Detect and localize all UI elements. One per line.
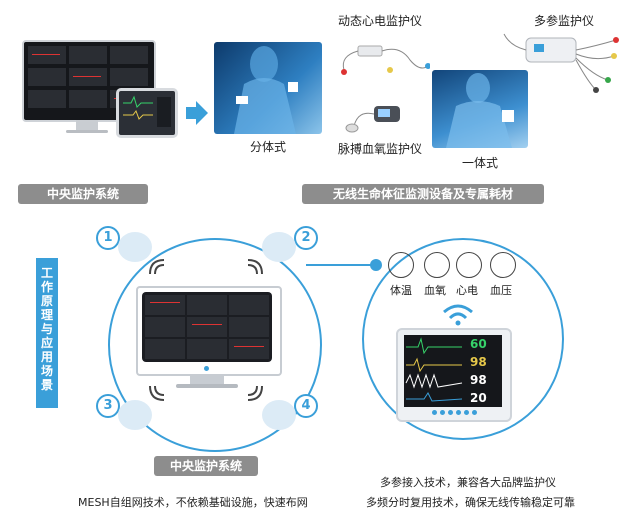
bedside-monitor: 60 98 98 20	[396, 328, 512, 422]
wireless-signal-icon-2	[247, 259, 263, 275]
node-number-4: 4	[294, 394, 318, 418]
param-icon-bp	[490, 252, 516, 278]
node-number-2: 2	[294, 226, 318, 250]
working-principle-sidebar: 工作原理与应用场景	[36, 258, 58, 408]
wireless-signal-icon-4	[247, 385, 263, 401]
sidebar-label: 工作原理与应用场景	[40, 266, 53, 392]
central-monitoring-bottom-bar: 中央监护系统	[154, 456, 258, 476]
central-monitor-screen	[142, 292, 272, 362]
multi-param-device-image	[503, 33, 619, 93]
param-label-bp: 血压	[490, 284, 512, 297]
integrated-body-image	[432, 70, 528, 148]
split-type-body-image	[214, 42, 322, 134]
wifi-icon	[443, 304, 473, 326]
monitor-value-resp: 20	[470, 391, 487, 405]
param-icon-temperature	[388, 252, 414, 278]
param-label-spo2: 血氧	[424, 284, 446, 297]
tablet-monitor	[116, 88, 178, 138]
arrow-right-icon	[186, 101, 208, 125]
param-label-temperature: 体温	[390, 284, 412, 297]
dynamic-ecg-device-image	[341, 45, 430, 75]
mesh-description: MESH自组网技术，不依赖基础设施，快速布网	[78, 496, 308, 509]
monitor-value-spo2: 98	[470, 355, 487, 369]
pulse-oximeter-image	[345, 106, 400, 133]
tech-description-2: 多频分时复用技术，确保无线传输稳定可靠	[366, 496, 575, 509]
label-integrated: 一体式	[462, 156, 499, 170]
node-number-3: 3	[96, 394, 120, 418]
wireless-devices-bar: 无线生命体征监测设备及专属耗材	[302, 184, 544, 204]
label-dynamic-ecg: 动态心电监护仪	[338, 14, 423, 28]
patient-bed-icon-1	[118, 232, 152, 262]
patient-bed-icon-3	[118, 400, 152, 430]
param-icon-ecg	[456, 252, 482, 278]
bedside-monitor-screen: 60 98 98 20	[404, 335, 502, 407]
param-label-ecg: 心电	[456, 284, 478, 297]
monitor-value-hr: 60	[470, 337, 487, 351]
tech-description-1: 多参接入技术，兼容各大品牌监护仪	[380, 476, 556, 489]
imac-screen	[22, 40, 156, 122]
patient-bed-icon-4	[262, 400, 296, 430]
connector-line	[306, 264, 376, 266]
node-number-1: 1	[96, 226, 120, 250]
label-pulse-oximeter: 脉搏血氧监护仪	[338, 142, 423, 156]
param-icon-spo2	[424, 252, 450, 278]
label-split-type: 分体式	[250, 140, 287, 154]
central-monitor-imac	[22, 40, 156, 136]
bedside-device-circle	[362, 238, 564, 440]
central-monitor-display	[136, 286, 282, 376]
wireless-signal-icon-1	[149, 259, 165, 275]
wireless-signal-icon-3	[149, 385, 165, 401]
patient-bed-icon-2	[262, 232, 296, 262]
central-monitoring-bar: 中央监护系统	[18, 184, 148, 204]
monitor-value-bp: 98	[470, 373, 487, 387]
label-multi-param: 多参监护仪	[534, 14, 595, 28]
central-system-circle	[108, 238, 322, 452]
